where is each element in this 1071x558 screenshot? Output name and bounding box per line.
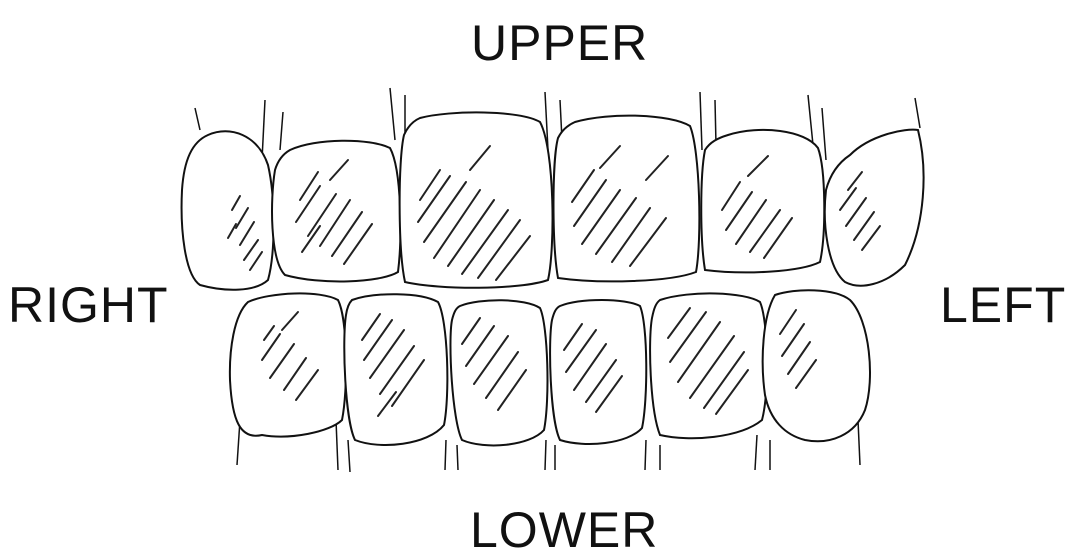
tooth-l3 <box>450 300 547 445</box>
tooth-l2 <box>344 294 447 445</box>
tooth-u3 <box>400 112 553 287</box>
tooth-l4 <box>550 300 646 444</box>
lower-teeth <box>230 290 870 445</box>
tooth-l6 <box>763 290 870 441</box>
tooth-l5 <box>650 293 767 438</box>
tooth-u5 <box>701 130 824 272</box>
tooth-u2 <box>272 141 400 282</box>
tooth-u1 <box>182 131 274 289</box>
tooth-u6 <box>825 130 924 286</box>
tooth-l1 <box>230 293 346 436</box>
